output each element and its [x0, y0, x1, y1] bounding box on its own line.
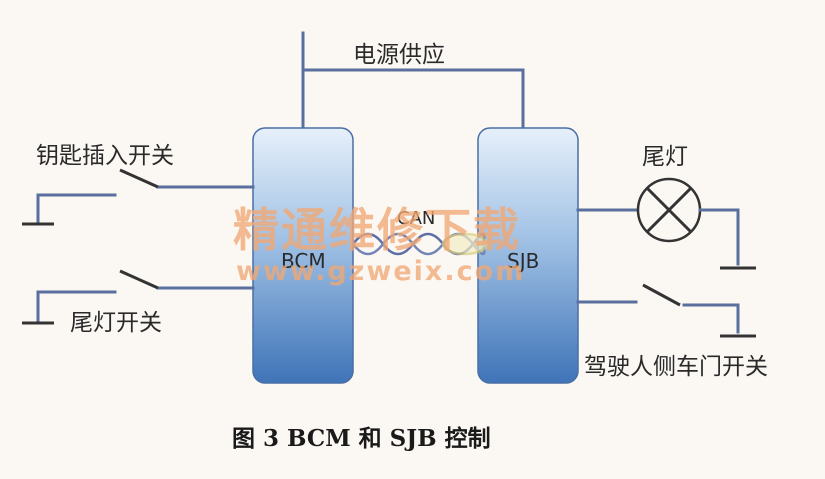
sjb-module — [477, 127, 579, 384]
power-supply-wiring — [301, 31, 525, 130]
watermark-text: 精通维修下载 — [233, 203, 521, 257]
bcm-label: BCM — [281, 249, 326, 273]
tail-switch-label: 尾灯开关 — [70, 310, 162, 336]
bcm-module — [252, 127, 354, 384]
tail-lamp-switch — [22, 269, 255, 325]
tail-lamp-circuit — [576, 177, 756, 270]
power-supply-label: 电源供应 — [353, 42, 445, 68]
tail-lamp-label: 尾灯 — [642, 144, 688, 170]
sjb-label: SJB — [507, 249, 539, 273]
key-insert-switch — [22, 168, 255, 226]
figure-caption: 图 3 BCM 和 SJB 控制 — [232, 425, 491, 452]
driver-door-switch — [576, 283, 756, 338]
can-label: CAN — [397, 208, 435, 229]
key-switch-label: 钥匙插入开关 — [36, 143, 174, 169]
driver-door-switch-label: 驾驶人侧车门开关 — [584, 354, 768, 380]
watermark-url: www.gzweix.com — [236, 256, 525, 287]
can-twisted-pair — [351, 232, 489, 256]
